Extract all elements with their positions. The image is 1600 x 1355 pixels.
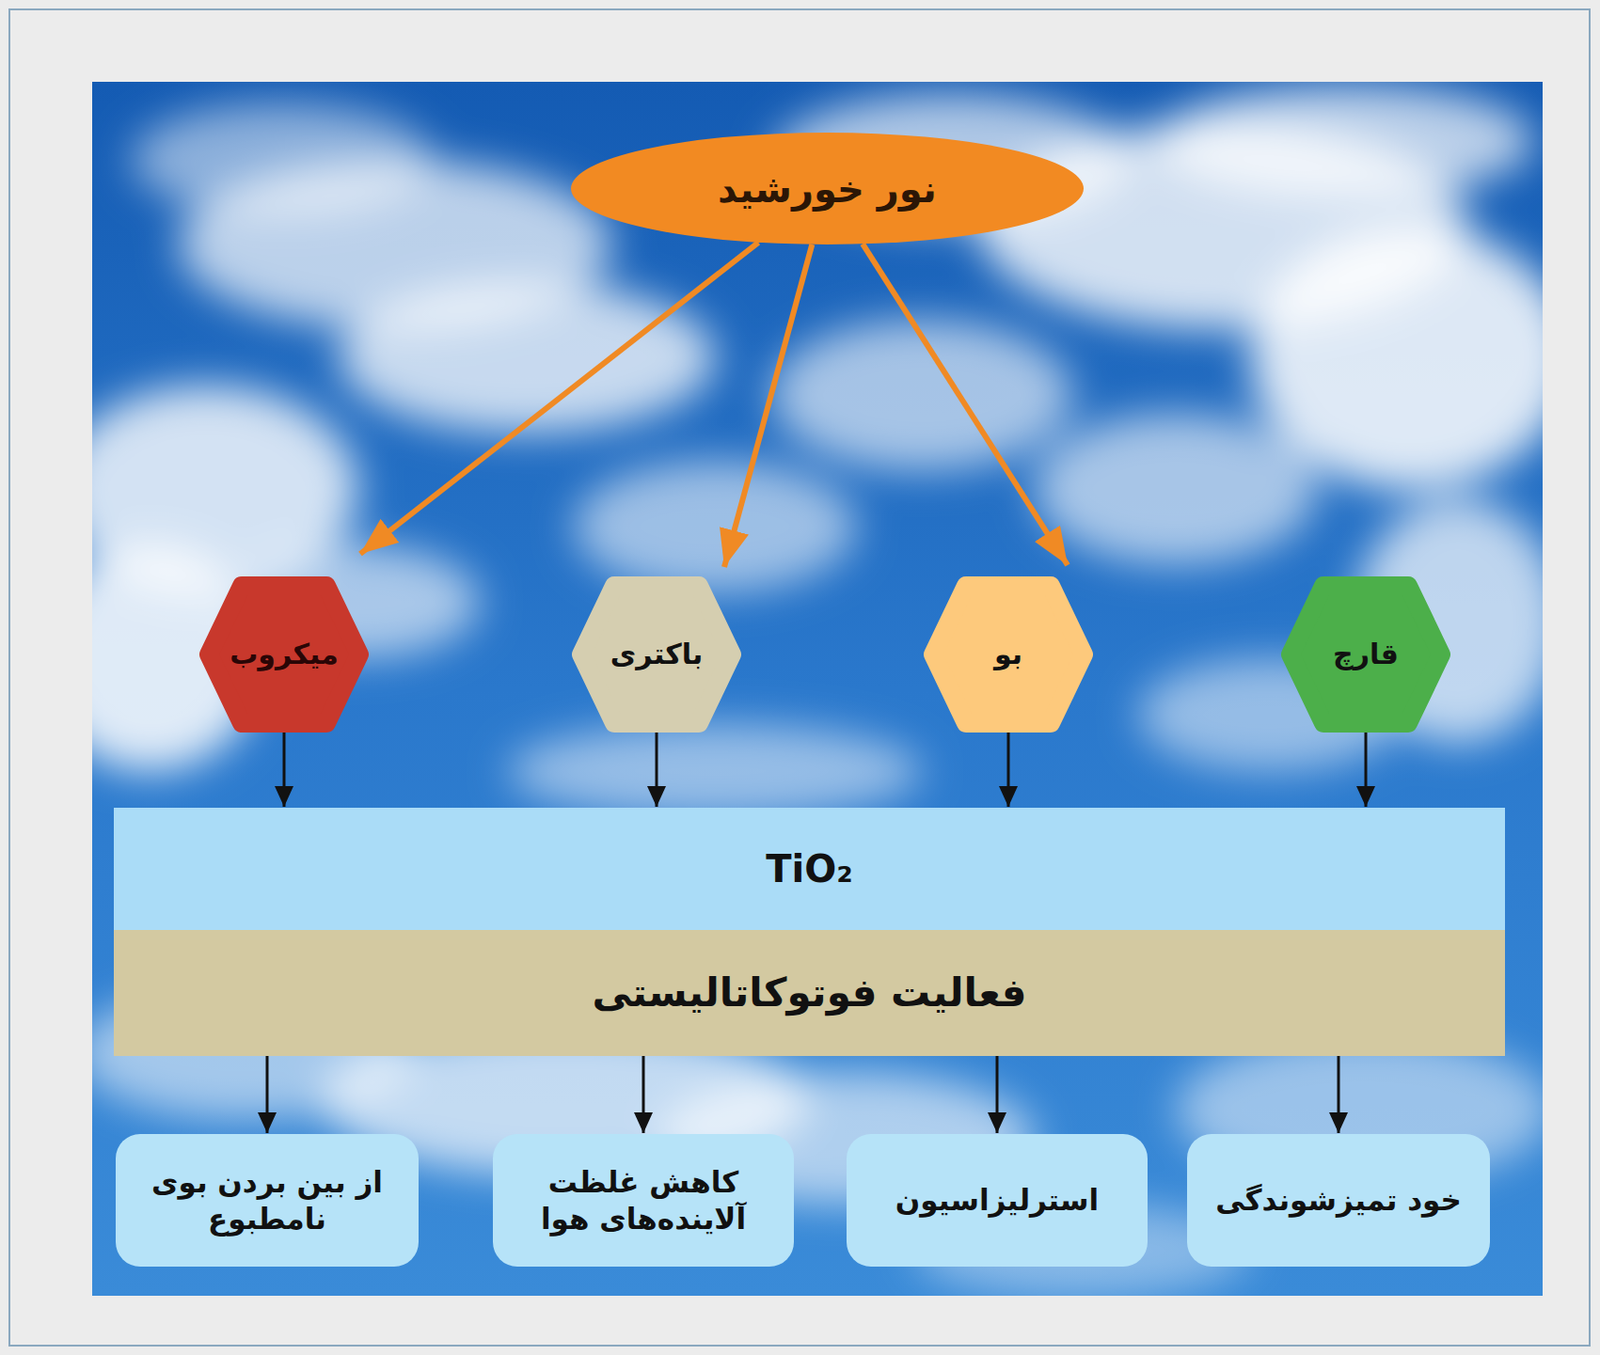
result-label: خود تمیزشوندگی [1215, 1182, 1462, 1220]
ellipse-shape [570, 132, 1084, 245]
pollutant-hexagon: باکتری [571, 576, 742, 733]
result-box: خود تمیزشوندگی [1187, 1134, 1490, 1268]
result-box: از بین بردن بوی نامطبوع [115, 1134, 419, 1268]
flow-arrow [283, 732, 286, 808]
result-label: استرلیزاسیون [895, 1182, 1099, 1220]
flow-arrow [1007, 732, 1011, 808]
process-label: فعالیت فوتوکاتالیستی [592, 968, 1028, 1019]
pollutant-hexagon: میکروب [199, 576, 369, 733]
result-label: کاهش غلظت آلاینده‌های هوا [509, 1164, 777, 1238]
pollutant-hexagon: قارچ [1281, 576, 1451, 733]
pollutant-hexagon: بو [923, 576, 1094, 733]
frame [9, 9, 1590, 1347]
pollutant-label: بو [994, 636, 1023, 673]
hexagon-shape [208, 586, 360, 724]
flow-arrow [1337, 1056, 1341, 1134]
result-box: کاهش غلظت آلاینده‌های هوا [492, 1134, 794, 1268]
result-label: از بین بردن بوی نامطبوع [132, 1164, 402, 1238]
hexagon-shape [933, 586, 1084, 724]
flow-arrow [1364, 732, 1368, 808]
flow-arrow [266, 1056, 270, 1134]
flow-arrow [996, 1056, 999, 1134]
sunlight-ellipse: نور خورشید [570, 132, 1084, 245]
sunlight-arrow [724, 244, 812, 568]
flow-arrow [655, 732, 659, 808]
material-label: TiO₂ [765, 845, 854, 893]
flow-arrow [642, 1056, 646, 1134]
process-band: فعالیت فوتوکاتالیستی [113, 930, 1505, 1057]
sunlight-arrow [360, 242, 759, 555]
hexagon-shape [581, 586, 732, 724]
pollutant-label: قارچ [1332, 636, 1399, 673]
sunlight-label: نور خورشید [717, 165, 937, 213]
result-box: استرلیزاسیون [846, 1134, 1148, 1268]
material-band: TiO₂ [113, 807, 1505, 931]
pollutant-label: باکتری [610, 636, 703, 673]
pollutant-label: میکروب [229, 636, 339, 673]
hexagon-shape [1290, 586, 1442, 724]
sunlight-arrow [862, 243, 1068, 566]
clouds [92, 84, 1543, 1297]
